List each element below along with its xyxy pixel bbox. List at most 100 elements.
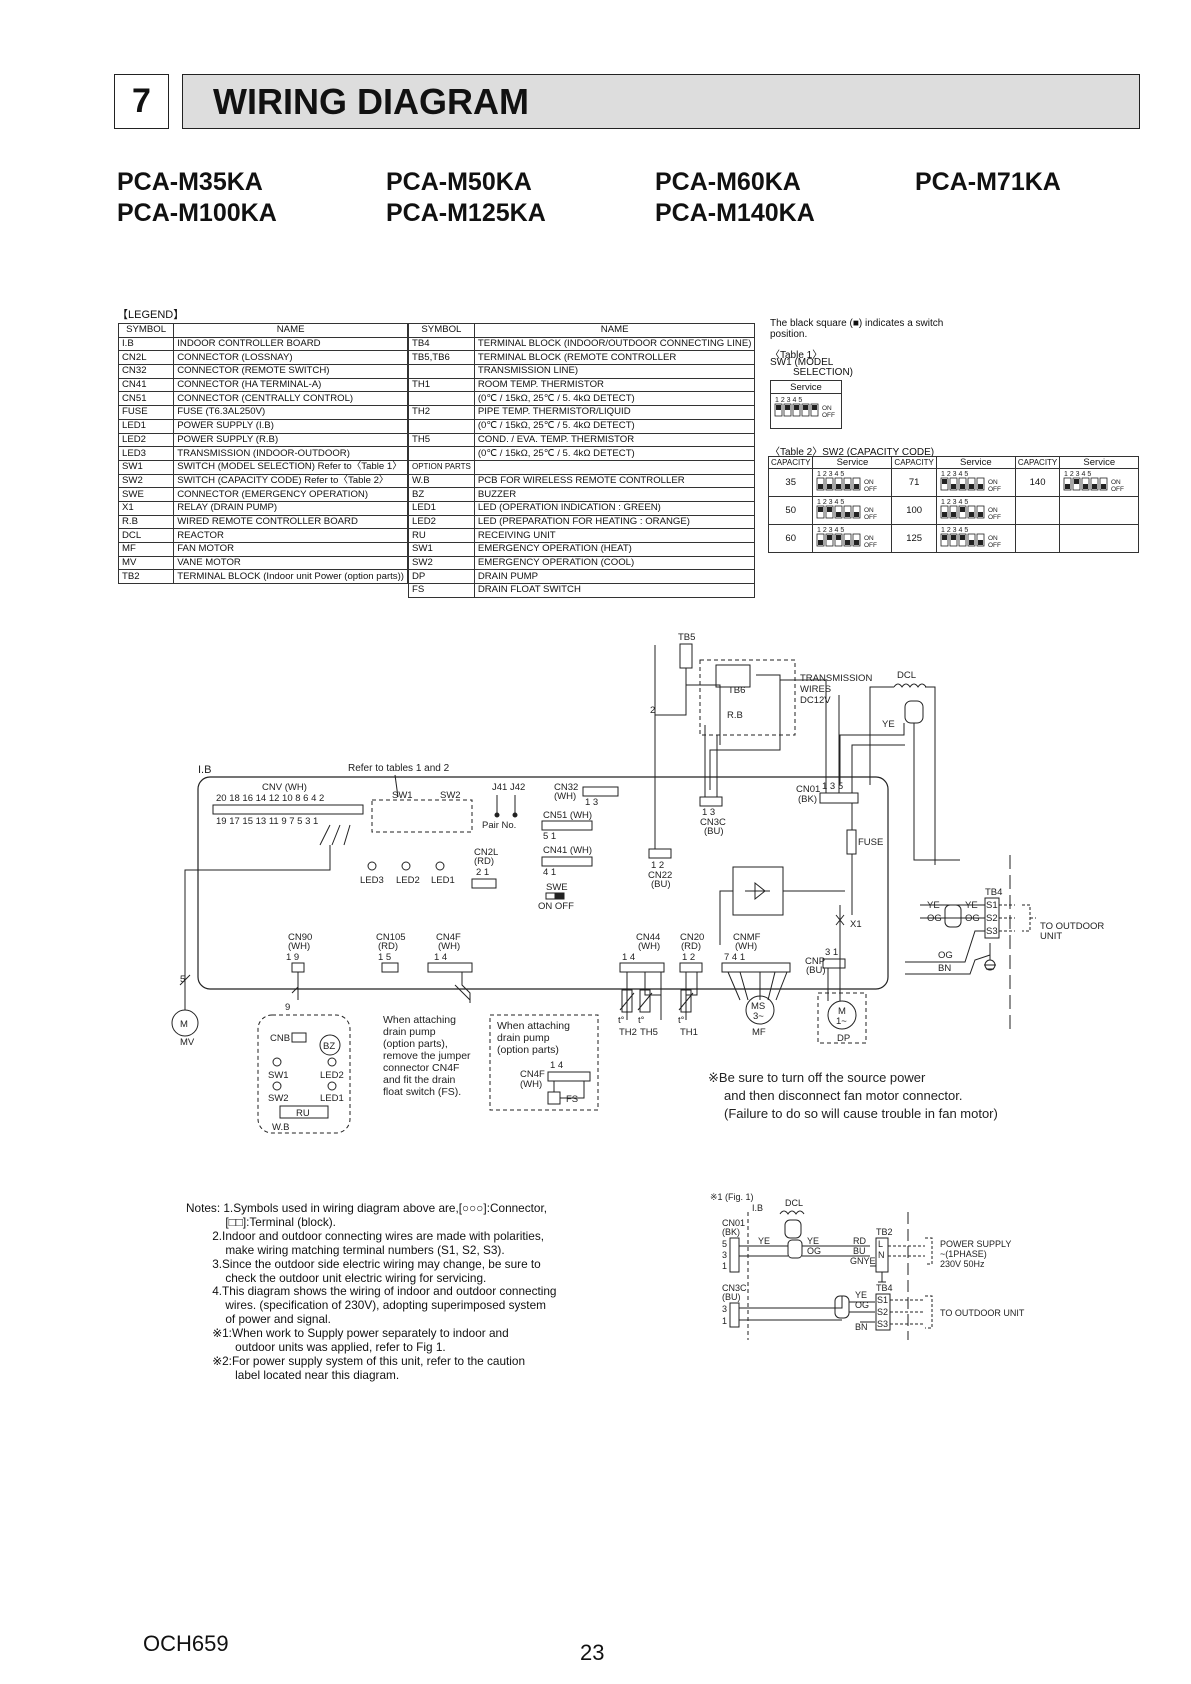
cn01-label: CN01 bbox=[796, 784, 820, 795]
mv-label: MV bbox=[180, 1037, 195, 1048]
legend-symbol bbox=[408, 446, 475, 461]
ferrite-core bbox=[944, 904, 962, 928]
fig1-diagram: ※1 (Fig. 1) I.B DCL CN01 (BK) 5 3 1 YE Y… bbox=[710, 1192, 1025, 1340]
thermistor-label: t° bbox=[618, 1015, 625, 1026]
dip-digits: 1 2 3 4 5 bbox=[1064, 471, 1091, 478]
thermistor-icons bbox=[619, 989, 694, 1013]
dip-digits: 1 2 3 4 5 bbox=[941, 527, 968, 534]
j42-label: J42 bbox=[510, 782, 525, 793]
rb-box bbox=[699, 659, 796, 736]
legend-symbol: TH1 bbox=[408, 377, 475, 393]
dip-on: ON bbox=[864, 507, 874, 514]
legend-name: TERMINAL BLOCK (INDOOR/OUTDOOR CONNECTIN… bbox=[473, 336, 756, 352]
legend-name: WIRED REMOTE CONTROLLER BOARD bbox=[173, 514, 408, 530]
cn01-color: (BK) bbox=[798, 794, 817, 805]
legend-name: TERMINAL BLOCK (Indoor unit Power (optio… bbox=[173, 569, 408, 585]
dip-off: OFF bbox=[864, 486, 877, 493]
legend-name: EMERGENCY OPERATION (COOL) bbox=[473, 555, 756, 571]
fig1-wire: GNYE bbox=[850, 1256, 876, 1266]
fig1-dcl: DCL bbox=[785, 1198, 803, 1208]
dip-on: ON bbox=[988, 507, 998, 514]
capacity-value bbox=[1014, 496, 1061, 525]
svg-text:and then disconnect fan motor: and then disconnect fan motor connector. bbox=[724, 1088, 963, 1103]
model-name: PCA-M140KA bbox=[655, 199, 815, 227]
cn32-color: (WH) bbox=[554, 791, 576, 802]
legend-symbol: SW2 bbox=[408, 555, 475, 571]
legend-symbol: RU bbox=[408, 528, 475, 543]
legend-name: FUSE (T6.3AL250V) bbox=[173, 405, 408, 420]
x1-label: X1 bbox=[850, 919, 862, 930]
legend-name: RECEIVING UNIT bbox=[473, 528, 756, 543]
wire-count-label: 5 bbox=[180, 974, 185, 985]
legend-symbol: TB2 bbox=[117, 569, 175, 585]
sw2-label: SW2 bbox=[440, 790, 461, 801]
legend-name: DRAIN PUMP bbox=[473, 569, 756, 585]
rb-label: R.B bbox=[727, 710, 743, 721]
model-name: PCA-M100KA bbox=[117, 199, 277, 227]
led1-icon bbox=[327, 1081, 337, 1091]
legend-symbol: TH5 bbox=[408, 432, 475, 448]
dip-off: OFF bbox=[822, 412, 835, 419]
cnv-label: CNV (WH) bbox=[262, 782, 307, 793]
cnp-pins: 3 1 bbox=[825, 947, 838, 958]
legend-title: 【LEGEND】 bbox=[117, 309, 185, 321]
drain-pump-motor-icon bbox=[827, 1000, 857, 1030]
fig1-power: 230V 50Hz bbox=[940, 1259, 985, 1269]
legend-name: EMERGENCY OPERATION (HEAT) bbox=[473, 542, 756, 557]
fig1-pin: 5 bbox=[722, 1239, 727, 1249]
legend-name: LED (PREPARATION FOR HEATING : ORANGE) bbox=[473, 514, 756, 530]
legend-symbol: SW1 bbox=[117, 459, 175, 475]
cn51-connector bbox=[541, 820, 593, 831]
wb-led2-label: LED2 bbox=[320, 1070, 344, 1081]
legend-symbol: LED2 bbox=[117, 432, 175, 448]
dip-off: OFF bbox=[864, 514, 877, 521]
cn4f-color: (WH) bbox=[438, 941, 460, 952]
legend-name: REACTOR bbox=[173, 528, 408, 543]
cn3c-label: CN3C bbox=[700, 817, 726, 828]
cn44-connector bbox=[619, 962, 665, 973]
legend-name: POWER SUPPLY (I.B) bbox=[173, 418, 408, 434]
tb6-terminal bbox=[715, 664, 751, 688]
document-code: OCH659 bbox=[143, 1631, 229, 1656]
fig1-pin: 1 bbox=[722, 1261, 727, 1271]
legend-row: (0℃ / 15kΩ, 25℃ / 5. 4kΩ DETECT) bbox=[408, 418, 756, 434]
capacity-value: 100 bbox=[891, 496, 937, 525]
cnv-pins: 19 17 15 13 11 9 7 5 3 1 bbox=[216, 816, 318, 827]
legend-name: CONNECTOR (EMERGENCY OPERATION) bbox=[173, 487, 408, 502]
fig1-cn3c-color: (BU) bbox=[722, 1292, 741, 1302]
fig1-tb2-n: N bbox=[878, 1250, 885, 1260]
legend-symbol: X1 bbox=[117, 500, 175, 516]
legend-name: BUZZER bbox=[473, 487, 756, 502]
legend-name: PCB FOR WIRELESS REMOTE CONTROLLER bbox=[473, 473, 756, 489]
section-title-bar: WIRING DIAGRAM bbox=[182, 74, 1140, 129]
fig1-tb2: TB2 bbox=[876, 1227, 893, 1237]
cnv-pins: 20 18 16 14 12 10 8 6 4 2 bbox=[216, 793, 324, 804]
thermistor-label: t° bbox=[678, 1015, 685, 1026]
dip-off: OFF bbox=[864, 542, 877, 549]
legend-symbol: SW2 bbox=[117, 473, 175, 489]
dip-on: ON bbox=[822, 405, 832, 412]
fan-motor-icon bbox=[745, 995, 775, 1025]
attach-note-b: When attaching drain pump (option parts) bbox=[497, 1020, 570, 1056]
cn44-label: CN44 bbox=[636, 932, 660, 943]
legend-symbol: TH2 bbox=[408, 405, 475, 420]
swe-state: ON OFF bbox=[538, 901, 574, 912]
attach-note-a: When attaching drain pump (option parts)… bbox=[383, 1014, 471, 1098]
buzzer-icon bbox=[319, 1034, 341, 1056]
cn44-color: (WH) bbox=[638, 941, 660, 952]
vane-motor-m: M bbox=[180, 1019, 188, 1030]
table1-caption: SELECTION) bbox=[793, 367, 854, 378]
section-number: 7 bbox=[114, 74, 169, 129]
legend-name: COND. / EVA. TEMP. THERMISTOR bbox=[473, 432, 756, 448]
